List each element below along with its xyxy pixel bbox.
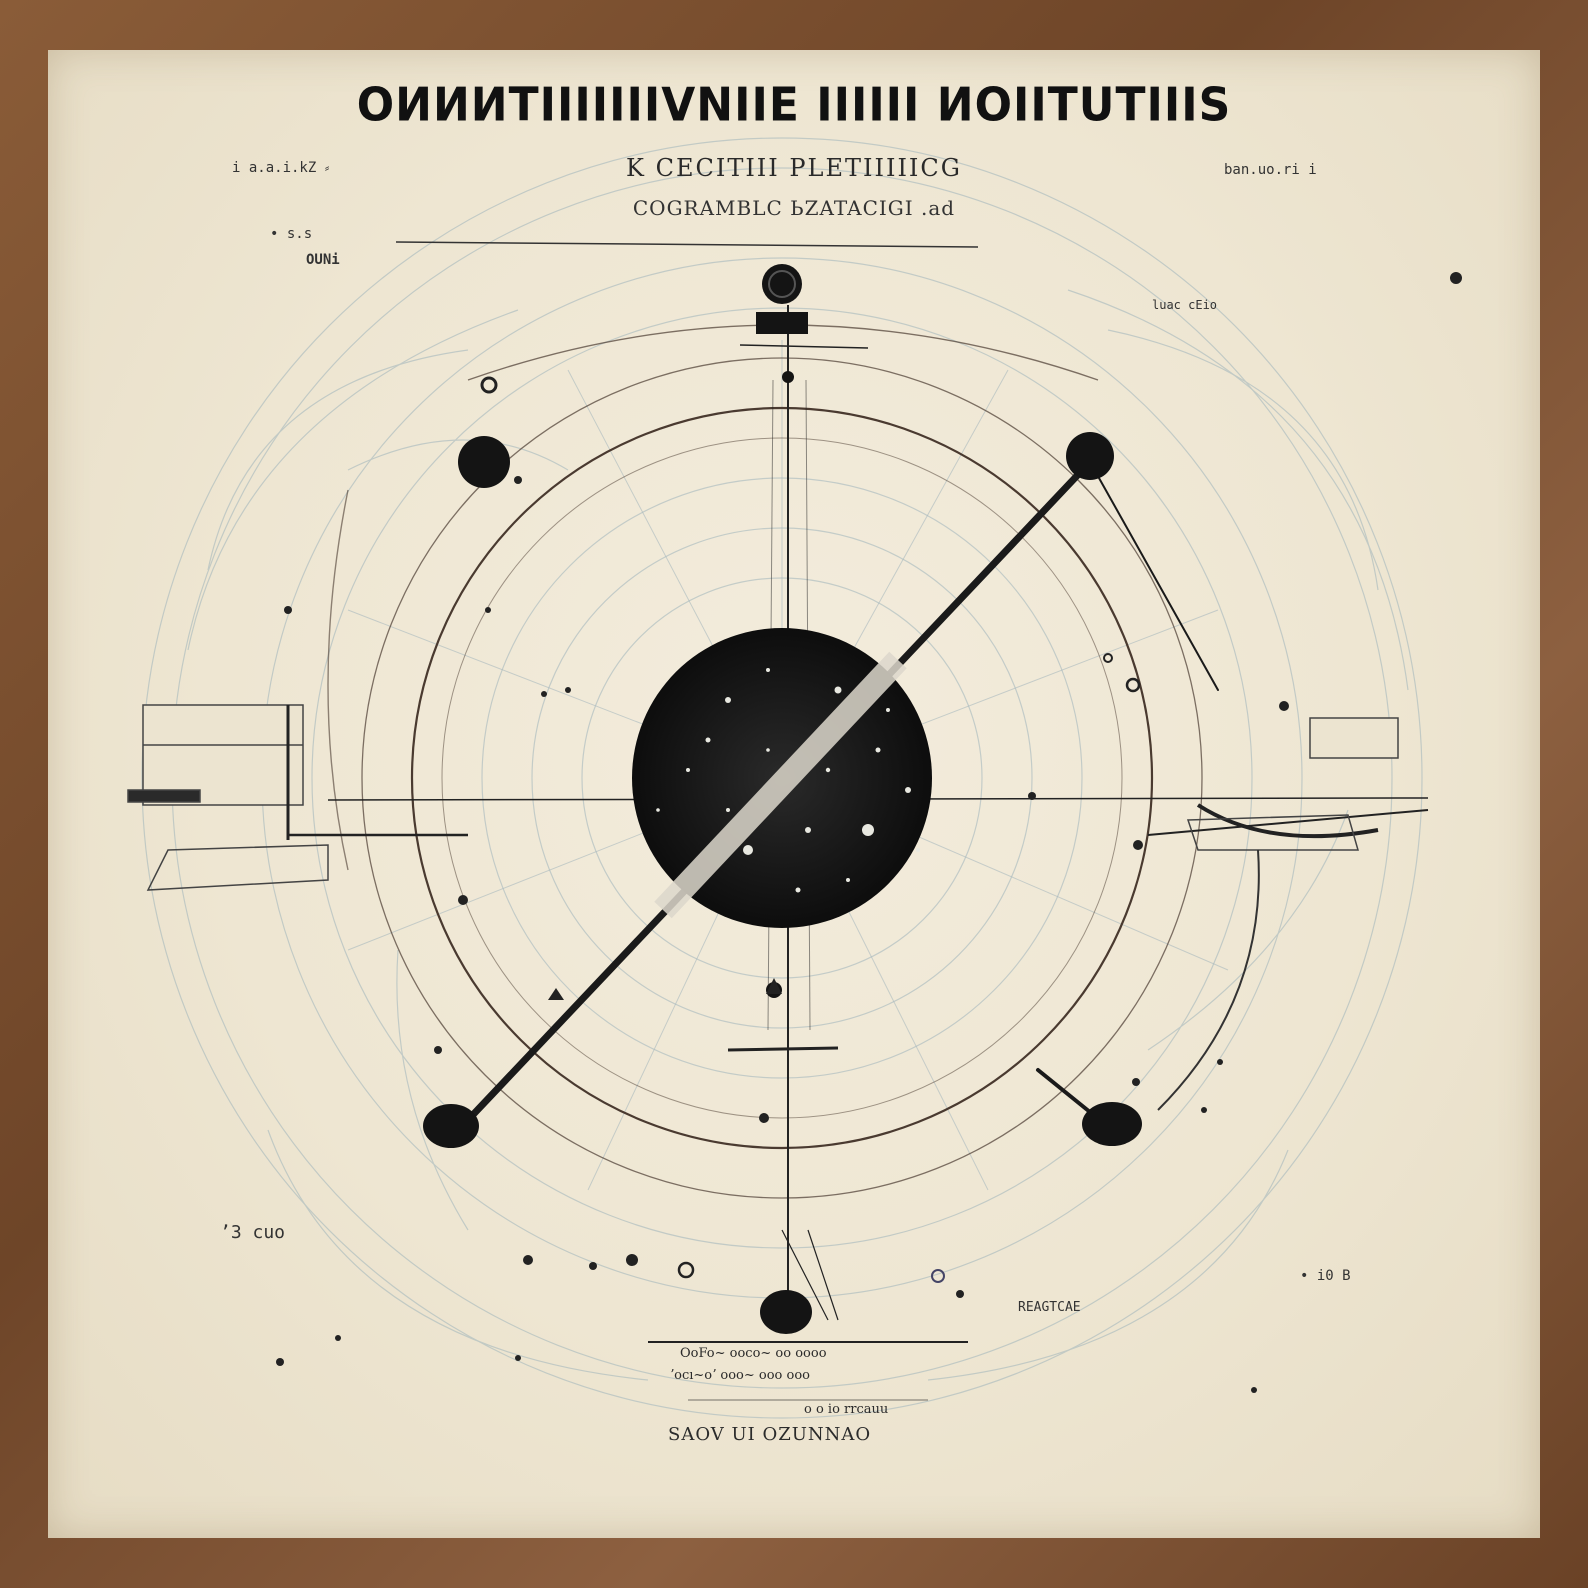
footer-line-2: ʼocı~oʼ ooo~ ooo ooo xyxy=(670,1368,810,1383)
note-top-left-3: OUNi xyxy=(306,252,340,268)
central-body xyxy=(632,628,932,928)
note-bottom-right-2: REAGTCAE xyxy=(1018,1300,1081,1315)
footer-line-3: o o io rrcauu xyxy=(804,1402,889,1417)
triangle-markers xyxy=(548,978,782,1000)
beam-highlight xyxy=(654,651,907,919)
diagram-sheet: ОИИИТIIIIIIIVNIIE IIIIII ИОIIТUTIIIS K C… xyxy=(48,50,1540,1538)
diagram-subtitle-secondary: COGRAMBLC ЬZATACIGI .ad xyxy=(632,196,956,220)
note-top-left-2: • s.s xyxy=(270,226,313,242)
diagram-subtitle: K CECITIII PLETIIIIICG xyxy=(626,154,962,182)
top-planet-mount xyxy=(756,312,808,334)
lower-left-planet xyxy=(423,1104,479,1148)
right-instrument xyxy=(1157,717,1399,1111)
bottom-structure xyxy=(688,1229,928,1401)
upper-right-planet xyxy=(1066,432,1114,480)
orbital-diagram xyxy=(127,137,1462,1419)
note-bottom-right: • i0 B xyxy=(1300,1268,1351,1284)
planet-nodes xyxy=(423,264,1142,1334)
top-planet xyxy=(762,264,802,304)
scattered-dots xyxy=(276,272,1462,1393)
bottom-planet xyxy=(760,1290,812,1334)
note-top-left: i a.a.i.kZ ⸗ xyxy=(232,160,330,176)
note-top-right: ban.uo.ri i xyxy=(1224,162,1317,178)
top-rule xyxy=(395,241,979,248)
note-top-right-2: luac cEio xyxy=(1152,298,1218,312)
footer-caption: SAOV UI OZUNNAO xyxy=(668,1424,872,1445)
lower-right-planet xyxy=(1082,1102,1142,1146)
footer-line-1: OoFo~ ooco~ oo oooo xyxy=(680,1346,827,1361)
star-speckles xyxy=(656,668,920,893)
diagram-title: ОИИИТIIIIIIIVNIIE IIIIII ИОIIТUTIIIS xyxy=(356,78,1232,133)
note-bottom-left: ʼ3 cuo xyxy=(220,1222,286,1243)
upper-left-planet xyxy=(458,436,510,488)
left-instrument xyxy=(127,704,329,891)
